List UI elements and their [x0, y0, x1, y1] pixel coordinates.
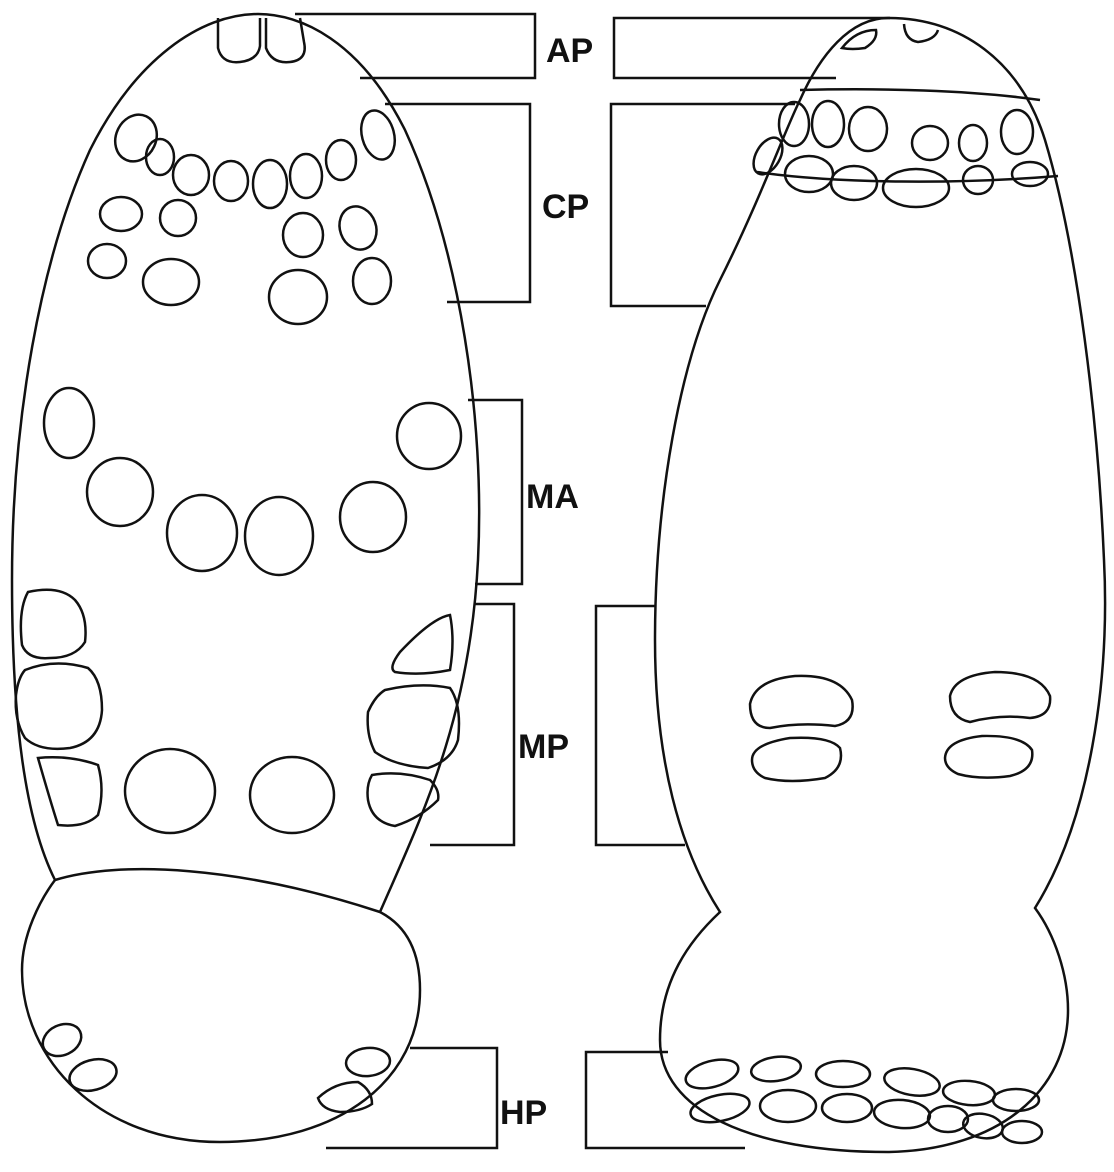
cell — [959, 125, 987, 161]
cell — [822, 1094, 872, 1122]
right-ap-boundary — [800, 89, 1040, 100]
left-cp-cells — [88, 107, 400, 324]
cell — [290, 154, 322, 198]
cell — [334, 201, 383, 255]
cell — [16, 663, 102, 748]
cell — [1002, 1121, 1042, 1143]
label-mp: MP — [518, 728, 569, 766]
cell — [812, 101, 844, 147]
cell — [883, 169, 949, 207]
cell — [392, 615, 452, 674]
cell — [218, 18, 260, 62]
cell — [750, 1054, 803, 1085]
left-mp-cells — [16, 590, 459, 833]
cell — [345, 1046, 391, 1078]
cell — [873, 1098, 931, 1131]
cell — [1001, 110, 1033, 154]
right-specimen — [655, 18, 1105, 1152]
cell — [21, 590, 86, 658]
left-hp-division-line — [55, 869, 380, 912]
cell — [356, 107, 400, 164]
cell — [143, 259, 199, 305]
right-body-outline — [655, 18, 1105, 1152]
ap-left-bracket — [295, 14, 535, 78]
cell — [38, 1018, 87, 1062]
cell — [760, 1090, 816, 1122]
cell — [397, 403, 461, 469]
cell — [882, 1064, 942, 1099]
label-ap: AP — [546, 32, 593, 70]
cell — [125, 749, 215, 833]
cell — [88, 244, 126, 278]
label-hp: HP — [500, 1094, 547, 1132]
left-body-outline — [12, 14, 479, 1142]
left-specimen — [12, 14, 479, 1142]
cell — [785, 156, 833, 192]
left-ma-cells — [44, 388, 461, 575]
cell — [912, 126, 948, 160]
cell — [950, 672, 1050, 722]
cell — [318, 1082, 372, 1112]
cell — [250, 757, 334, 833]
cell — [167, 495, 237, 571]
cell — [849, 107, 887, 151]
cell — [269, 270, 327, 324]
cell — [831, 166, 877, 200]
cell — [816, 1061, 870, 1087]
cell — [173, 155, 209, 195]
cell — [1012, 162, 1048, 186]
cell — [87, 458, 153, 526]
cell — [44, 388, 94, 458]
cell — [942, 1079, 996, 1107]
cell — [752, 738, 841, 781]
cell — [38, 757, 102, 825]
label-cp: CP — [542, 188, 589, 226]
cell — [353, 258, 391, 304]
cell — [750, 676, 853, 728]
cell — [683, 1054, 742, 1093]
label-ma: MA — [526, 478, 579, 516]
cell — [108, 108, 165, 168]
cell — [100, 197, 142, 231]
cell — [928, 1106, 968, 1132]
cell — [779, 102, 809, 146]
region-brackets — [295, 14, 890, 1148]
cell — [945, 736, 1032, 778]
right-mp-cells — [750, 672, 1050, 781]
cell — [326, 140, 356, 180]
left-ap-cells — [218, 18, 305, 62]
cell — [266, 18, 305, 62]
cell — [283, 213, 323, 257]
cell — [160, 200, 196, 236]
cp-right-bracket — [611, 104, 795, 306]
cell — [368, 685, 459, 768]
cell — [340, 482, 406, 552]
region-labels: AP CP MA MP HP — [500, 32, 593, 1132]
cell — [245, 497, 313, 575]
left-hp-cells — [38, 1018, 392, 1112]
cell — [253, 160, 287, 208]
cell — [214, 161, 248, 201]
mp-left-bracket — [430, 604, 514, 845]
hp-left-bracket — [326, 1048, 497, 1148]
cell — [146, 139, 174, 175]
mp-right-bracket — [596, 606, 685, 845]
cell — [904, 24, 938, 42]
